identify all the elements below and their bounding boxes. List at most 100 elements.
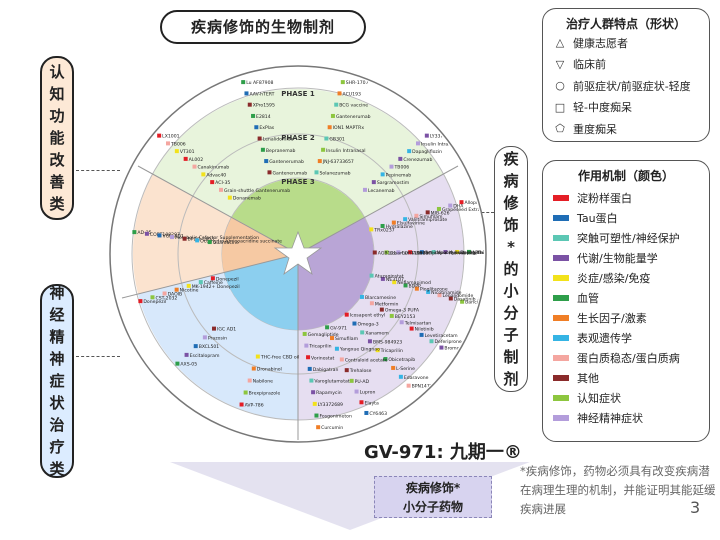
legend-population-label: 健康志愿者 (573, 36, 628, 50)
drug-item: Lecanemab (362, 187, 395, 194)
drug-marker (174, 149, 179, 154)
legend-mechanism-item: 蛋白质稳态/蛋白质病 (543, 348, 709, 368)
neuropsychiatric-box-label: 神经精神症状治疗类 (49, 284, 65, 478)
drug-marker (396, 250, 401, 255)
drug-item: BMS-984923 (367, 339, 402, 345)
drug-name: Grain-shuttle Gantenerumab (224, 188, 290, 194)
drug-name: TB006 (170, 141, 186, 147)
drug-item: VT301 (174, 149, 195, 155)
drug-marker (337, 91, 342, 96)
drug-marker (359, 294, 364, 299)
drug-item: Dabigatran (307, 366, 339, 373)
drug-marker (349, 378, 354, 383)
drug-marker (379, 307, 384, 312)
drug-marker (383, 357, 388, 362)
neuropsychiatric-box: 神经精神症状治疗类 (40, 284, 74, 478)
drug-name: NE3107 (386, 277, 404, 283)
legend-mechanism-item: Tau蛋白 (543, 208, 709, 228)
drug-name: Insulin Intranasal (326, 148, 365, 154)
drug-item: AD-35 (132, 230, 152, 236)
legend-mechanism-item: 突触可塑性/神经保护 (543, 228, 709, 248)
drug-item: Octohydro-aminoacridine succinate (195, 238, 282, 244)
drug-item: CST-2032 (150, 295, 177, 301)
mechanism-color-swatch (553, 355, 569, 361)
drug-item: Montelukast (431, 250, 465, 256)
drug-item: Pepinemab (380, 172, 411, 178)
drug-name: XPro1595 (253, 103, 275, 109)
mechanism-color-swatch (553, 395, 569, 401)
drug-marker (227, 195, 232, 200)
legend-population-item: □轻-中度痴呆 (543, 97, 709, 119)
drug-item: Vorinostat (306, 355, 335, 361)
drug-name: JNJ-63733657 (322, 159, 354, 165)
drug-name: L-Serine (396, 366, 415, 372)
drug-item: GB301 (324, 136, 345, 143)
small-molecule-drug-label-line1: 疾病修饰* (405, 481, 461, 495)
drug-name: Gantenerumab (336, 114, 371, 120)
drug-item: Neflamapimod (392, 280, 431, 286)
drug-name: Lenalidomide (442, 293, 473, 299)
drug-item: Senicapoc (419, 250, 449, 256)
legend-mechanism-item: 其他 (543, 368, 709, 388)
drug-item: AL002 (183, 156, 203, 163)
drug-item: Donepezil (210, 276, 239, 282)
drug-marker (419, 250, 424, 255)
legend-mechanism-title: 作用机制（颜色） (577, 169, 674, 183)
drug-marker (419, 332, 424, 337)
drug-item: Nicotinamide (426, 289, 462, 296)
drug-marker (247, 378, 252, 383)
drug-marker (174, 287, 179, 292)
drug-marker (138, 299, 143, 304)
legend-mechanism-item: 炎症/感染/免疫 (543, 268, 709, 288)
drug-name: Crenezumab (403, 157, 432, 163)
drug-name: Valiltramiprosate (408, 217, 447, 223)
drug-marker (369, 301, 374, 306)
drug-name: Prazosin (208, 335, 227, 341)
drug-name: BMS-984923 (373, 339, 402, 345)
drug-item: Dasatinib + Quercetin (448, 296, 484, 302)
mechanism-color-swatch (553, 375, 569, 381)
legend-mechanism-label: 突触可塑性/神经保护 (577, 232, 680, 245)
drug-marker (371, 180, 376, 185)
drug-marker (330, 113, 335, 118)
drug-name: Solanezumab (320, 170, 351, 176)
drug-marker (424, 133, 429, 138)
drug-item: Gantenerumab (264, 159, 304, 165)
drug-name: Allopregnanolone (465, 200, 505, 206)
legend-population: 治疗人群特点（形状） △健康志愿者▽临床前○前驱症状/前驱症状-轻度□轻-中度痴… (542, 8, 710, 142)
drug-name: SHR-1707 (346, 80, 369, 86)
drug-name: Tricaprilin (380, 348, 403, 354)
drug-name: Curcumin (321, 425, 343, 431)
drug-item: Fosgonimeton (314, 413, 352, 420)
drug-item: Nilotinib (409, 326, 434, 333)
drug-marker (437, 293, 442, 298)
legend-mechanism-label: 表观遗传学 (577, 332, 632, 345)
drug-marker (330, 336, 335, 341)
drug-item: TB006 (389, 164, 409, 171)
drug-marker (144, 231, 149, 236)
drug-item: Lenalidomide (257, 136, 294, 143)
drug-item: Donanemab (227, 195, 261, 202)
drug-name: Donepezil (143, 299, 166, 305)
drug-name: Elsulfavirine (397, 221, 425, 227)
drug-name: Nilotinib (415, 327, 434, 333)
drug-item: L-Serine (391, 365, 415, 372)
drug-name: Dapagliflozin (460, 250, 490, 256)
drug-marker (466, 249, 471, 254)
drug-marker (392, 280, 397, 285)
drug-item: Trehalose (344, 368, 372, 374)
drug-marker (309, 378, 314, 383)
drug-marker (247, 102, 252, 107)
drug-name: AD-35 (137, 230, 151, 236)
drug-marker (362, 187, 367, 192)
drug-marker (389, 313, 394, 318)
drug-marker (210, 276, 215, 281)
drug-item: BPN14770 (406, 383, 436, 390)
mechanism-color-swatch (553, 275, 569, 281)
drug-name: Advac40 (206, 172, 226, 178)
drug-item: DAOIB (162, 291, 182, 297)
drug-name: Icosapent ethyl (350, 313, 385, 319)
drug-marker (239, 402, 244, 407)
drug-item: Deferiprone (429, 339, 462, 345)
legend-mechanism-label: 淀粉样蛋白 (577, 192, 632, 205)
